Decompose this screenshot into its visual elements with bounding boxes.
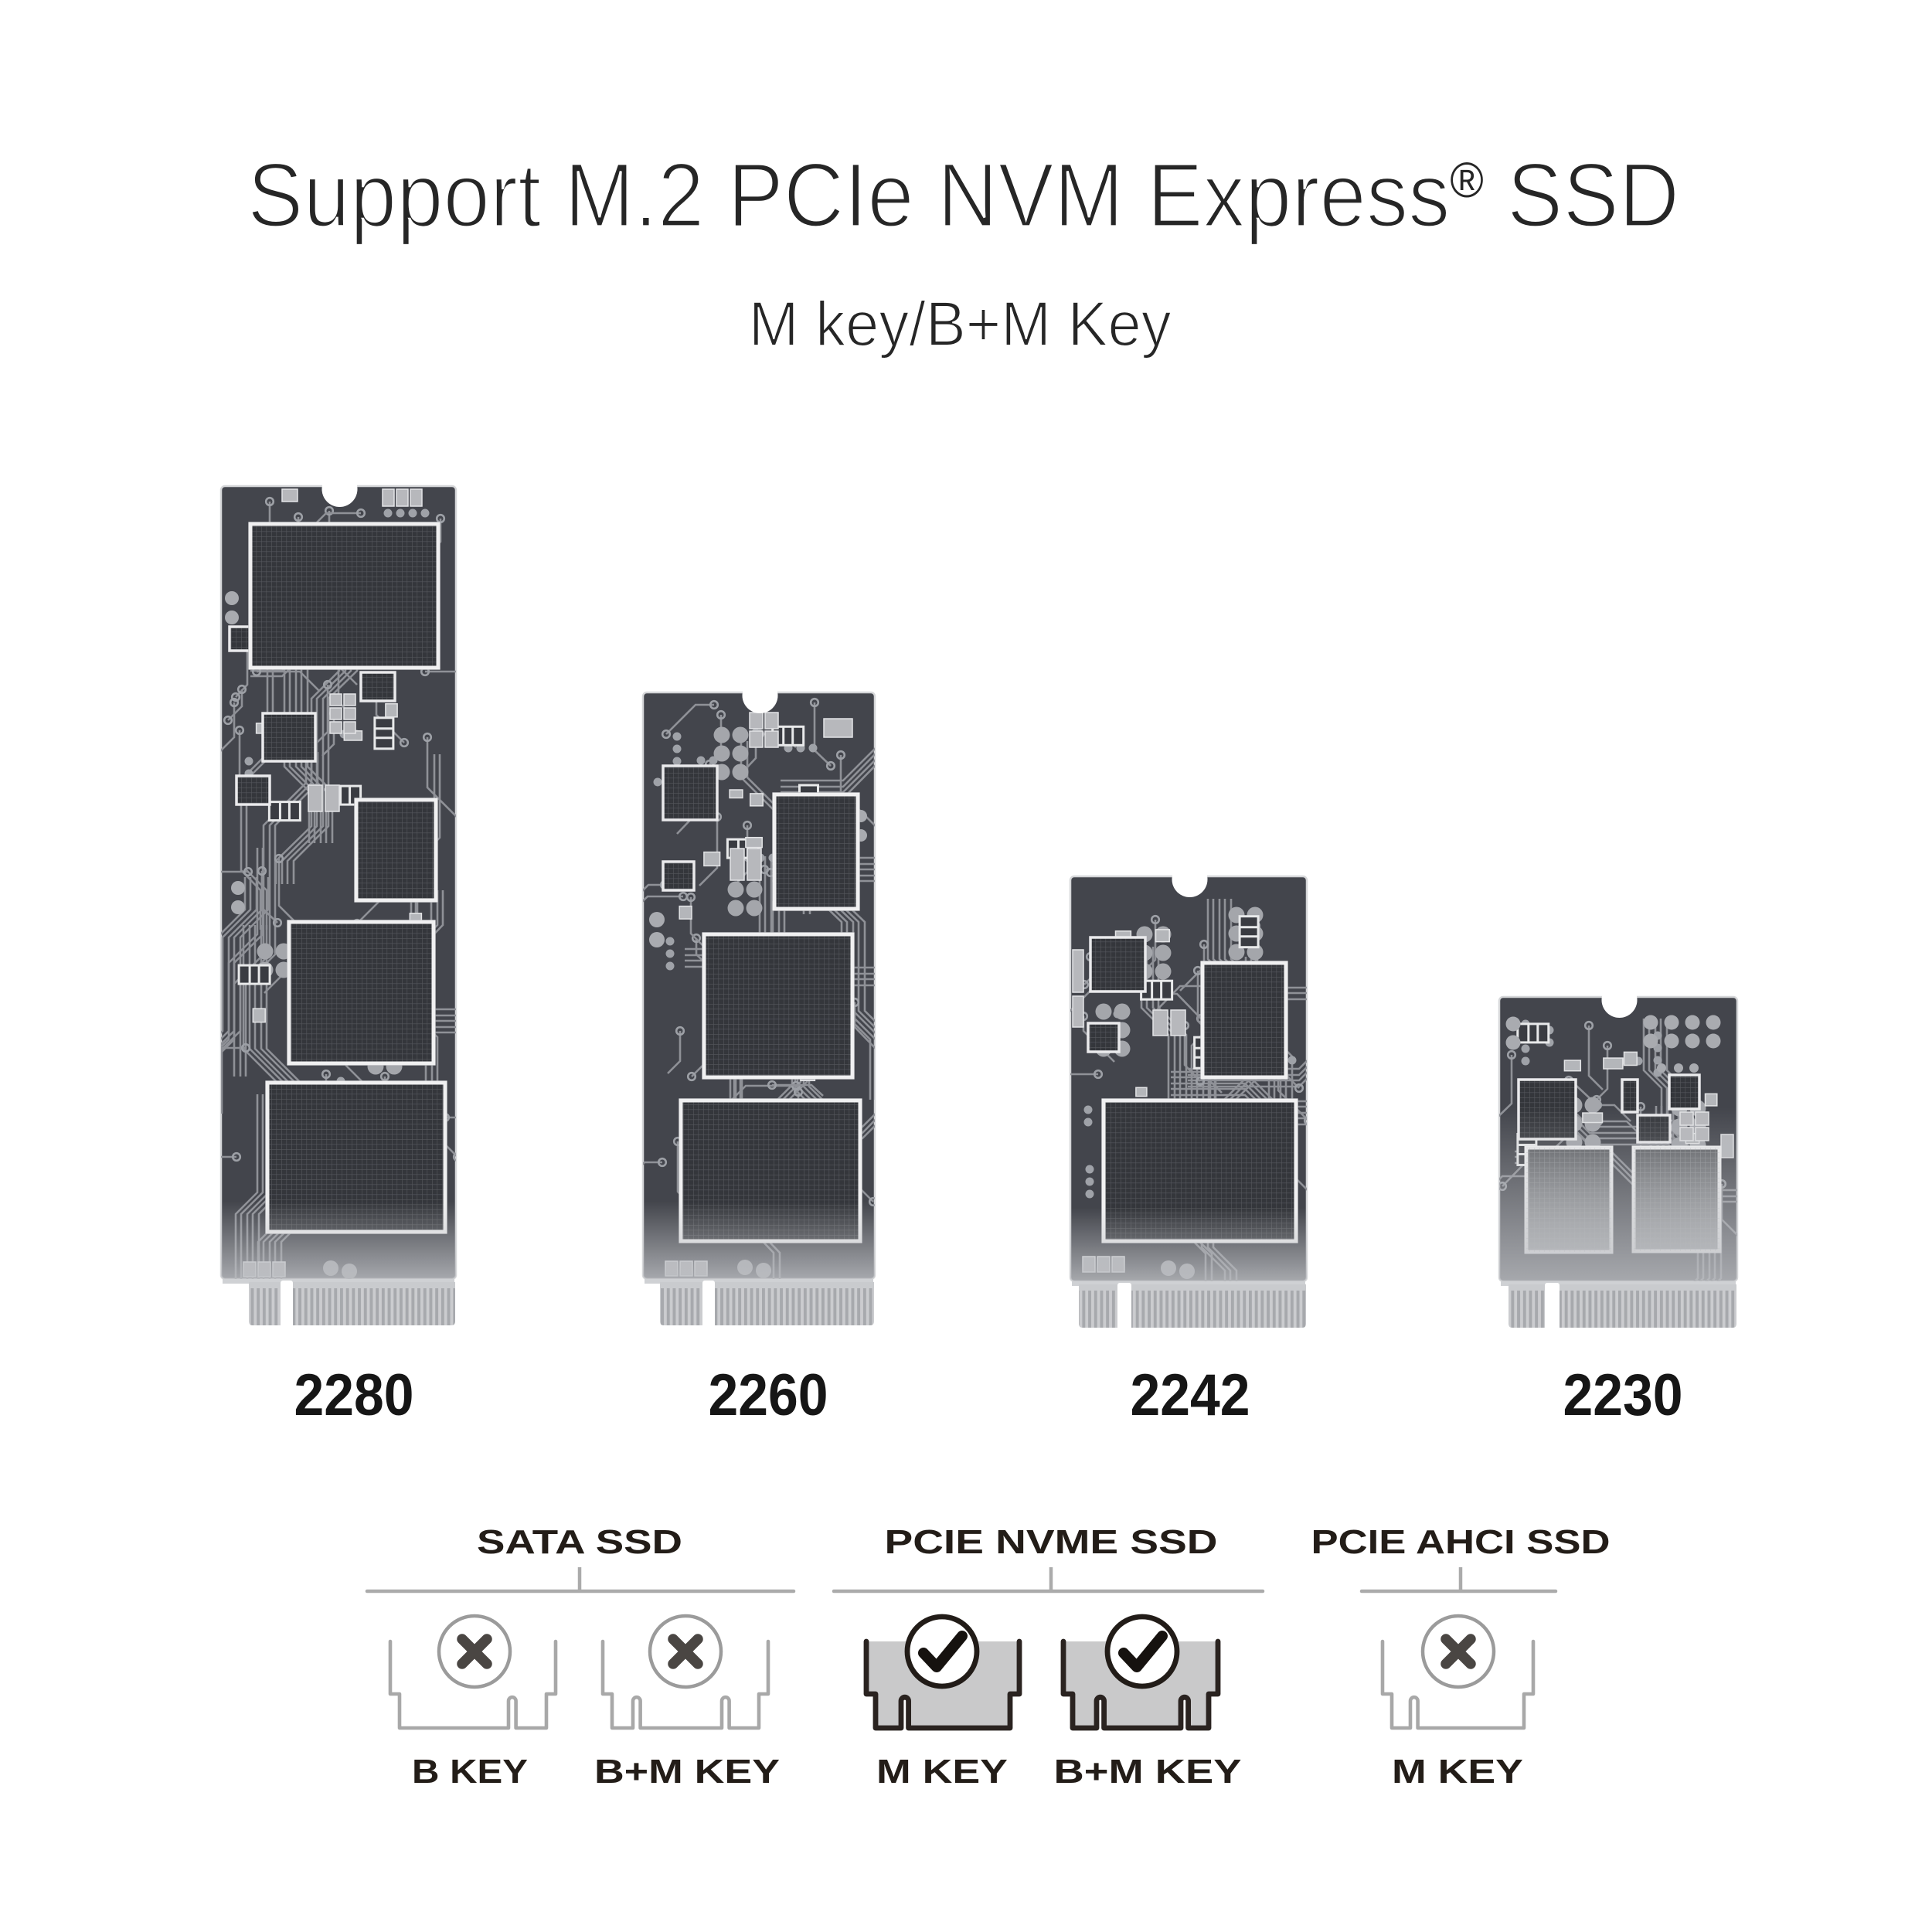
svg-text:M KEY: M KEY (876, 1753, 1008, 1791)
svg-text:B+M KEY: B+M KEY (1054, 1753, 1242, 1791)
svg-text:2242: 2242 (1131, 1362, 1250, 1428)
svg-text:2260: 2260 (709, 1362, 828, 1428)
svg-text:B+M KEY: B+M KEY (594, 1753, 780, 1791)
svg-text:M KEY: M KEY (1392, 1753, 1523, 1791)
svg-text:2230: 2230 (1563, 1362, 1683, 1428)
svg-text:M key/B+M Key: M key/B+M Key (749, 288, 1172, 359)
svg-text:2280: 2280 (294, 1362, 414, 1428)
svg-text:B KEY: B KEY (412, 1753, 528, 1791)
svg-text:SATA SSD: SATA SSD (477, 1523, 682, 1561)
svg-text:Support M.2 PCIe NVM Express®: Support M.2 PCIe NVM Express® SSD (247, 145, 1679, 247)
svg-text:PCIE NVME SSD: PCIE NVME SSD (885, 1523, 1218, 1561)
svg-text:PCIE AHCI SSD: PCIE AHCI SSD (1311, 1523, 1611, 1561)
